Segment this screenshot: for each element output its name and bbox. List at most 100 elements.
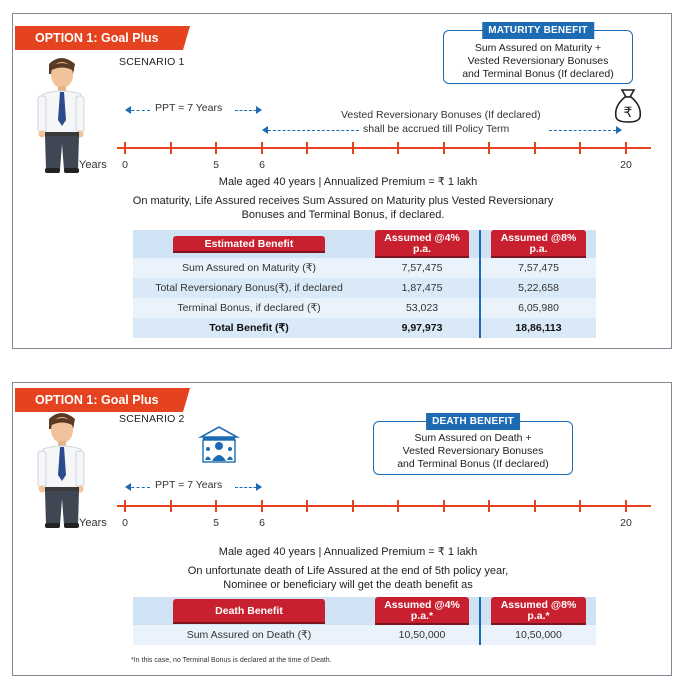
- tick-label: 0: [122, 159, 128, 171]
- ppt-arrow-right: [235, 483, 262, 491]
- vested-arrow-left: [262, 126, 359, 134]
- value-4pct: 1,87,475: [365, 278, 481, 298]
- tick: [306, 142, 308, 154]
- benefit-tag: MATURITY BENEFIT: [482, 22, 594, 39]
- scenario-label: SCENARIO 2: [119, 413, 185, 425]
- table-row-total: Total Benefit (₹) 9,97,973 18,86,113: [133, 318, 596, 338]
- option-tab: OPTION 1: Goal Plus: [15, 388, 190, 412]
- death-text: On unfortunate death of Life Assured at …: [113, 564, 583, 592]
- maturity-benefit-box: MATURITY BENEFIT Sum Assured on Maturity…: [443, 22, 633, 84]
- timeline-axis: [117, 147, 651, 149]
- tick: [625, 500, 627, 512]
- benefit-line: Vested Reversionary Bonuses: [402, 445, 544, 457]
- option-tab: OPTION 1: Goal Plus: [15, 26, 190, 50]
- man-illustration: [37, 58, 85, 173]
- ppt-label: PPT = 7 Years: [155, 479, 223, 491]
- tick-label: 20: [620, 159, 632, 171]
- value-4pct: 7,57,475: [365, 258, 481, 278]
- value-8pct: 10,50,000: [481, 625, 596, 645]
- row-label: Sum Assured on Maturity (₹): [133, 258, 365, 278]
- vested-arrow-right: [549, 126, 622, 134]
- header-4pct: Assumed @4% p.a.*: [375, 597, 469, 625]
- row-label: Sum Assured on Death (₹): [133, 625, 365, 645]
- tick-label: 5: [213, 159, 219, 171]
- tick-label: 20: [620, 517, 632, 529]
- death-text-line1: On unfortunate death of Life Assured at …: [187, 565, 509, 577]
- value-8pct: 18,86,113: [481, 318, 596, 338]
- value-8pct: 7,57,475: [481, 258, 596, 278]
- death-benefit-table: Death Benefit Assumed @4% p.a.* Assumed …: [133, 597, 596, 645]
- man-illustration: [37, 413, 85, 528]
- benefit-line: Sum Assured on Maturity +: [474, 42, 602, 54]
- header-benefit: Death Benefit: [173, 598, 325, 624]
- value-4pct: 9,97,973: [365, 318, 481, 338]
- table-row: Sum Assured on Death (₹) 10,50,000 10,50…: [133, 625, 596, 645]
- years-label: Years: [79, 517, 107, 529]
- tick: [488, 500, 490, 512]
- tick: [534, 500, 536, 512]
- death-benefit-box: DEATH BENEFIT Sum Assured on Death + Ves…: [373, 413, 573, 475]
- header-8pct: Assumed @8% p.a.*: [491, 597, 586, 625]
- tick: [443, 142, 445, 154]
- tick: [397, 142, 399, 154]
- tick-label: 6: [259, 517, 265, 529]
- tick-label: 6: [259, 159, 265, 171]
- tick: [261, 142, 263, 154]
- maturity-text: On maturity, Life Assured receives Sum A…: [93, 194, 593, 222]
- benefit-line: Sum Assured on Death +: [414, 432, 532, 444]
- tick: [579, 500, 581, 512]
- tick: [625, 142, 627, 154]
- benefit-tag: DEATH BENEFIT: [426, 413, 520, 430]
- ppt-arrow-left: [125, 483, 150, 491]
- benefit-line: Vested Reversionary Bonuses: [467, 55, 609, 67]
- tick: [397, 500, 399, 512]
- tick: [124, 500, 126, 512]
- tick: [306, 500, 308, 512]
- header-8pct: Assumed @8% p.a.: [491, 230, 586, 258]
- ppt-arrow-left: [125, 106, 150, 114]
- value-8pct: 6,05,980: [481, 298, 596, 318]
- scenario2-panel: OPTION 1: Goal Plus SCENARIO 2 DEATH BEN…: [12, 382, 672, 676]
- table-row: Total Reversionary Bonus(₹), if declared…: [133, 278, 596, 298]
- value-4pct: 10,50,000: [365, 625, 481, 645]
- benefit-line: and Terminal Bonus (If declared): [397, 458, 549, 470]
- benefit-line: and Terminal Bonus (If declared): [462, 68, 614, 80]
- row-label: Total Reversionary Bonus(₹), if declared: [133, 278, 365, 298]
- header-4pct: Assumed @4% p.a.: [375, 230, 469, 258]
- years-label: Years: [79, 159, 107, 171]
- male-info: Male aged 40 years | Annualized Premium …: [218, 546, 478, 558]
- svg-text:₹: ₹: [624, 105, 633, 121]
- tick: [170, 500, 172, 512]
- footnote: *In this case, no Terminal Bonus is decl…: [131, 657, 332, 664]
- table-row: Sum Assured on Maturity (₹) 7,57,475 7,5…: [133, 258, 596, 278]
- scenario-label: SCENARIO 1: [119, 56, 185, 68]
- death-text-line2: Nominee or beneficiary will get the deat…: [223, 579, 473, 591]
- vested-note-line1: Vested Reversionary Bonuses (If declared…: [341, 109, 541, 121]
- maturity-text-line1: On maturity, Life Assured receives Sum A…: [132, 195, 554, 207]
- value-4pct: 53,023: [365, 298, 481, 318]
- tick: [170, 142, 172, 154]
- table-row: Terminal Bonus, if declared (₹) 53,023 6…: [133, 298, 596, 318]
- family-tribute-icon: [197, 426, 241, 463]
- tick: [488, 142, 490, 154]
- tick: [261, 500, 263, 512]
- ppt-arrow-right: [235, 106, 262, 114]
- tick-label: 0: [122, 517, 128, 529]
- tick: [352, 142, 354, 154]
- vested-note-line2: shall be accrued till Policy Term: [363, 123, 510, 135]
- tick-label: 5: [213, 517, 219, 529]
- row-label: Terminal Bonus, if declared (₹): [133, 298, 365, 318]
- tick: [215, 500, 217, 512]
- tick: [579, 142, 581, 154]
- tick: [352, 500, 354, 512]
- money-bag-rupee-icon: ₹: [614, 89, 642, 123]
- ppt-label: PPT = 7 Years: [155, 102, 223, 114]
- timeline-axis: [117, 505, 651, 507]
- value-8pct: 5,22,658: [481, 278, 596, 298]
- tick: [534, 142, 536, 154]
- maturity-benefit-table: Estimated Benefit Assumed @4% p.a. Assum…: [133, 230, 596, 338]
- tick: [443, 500, 445, 512]
- row-label: Total Benefit (₹): [133, 318, 365, 338]
- male-info: Male aged 40 years | Annualized Premium …: [218, 176, 478, 188]
- header-benefit: Estimated Benefit: [173, 235, 325, 253]
